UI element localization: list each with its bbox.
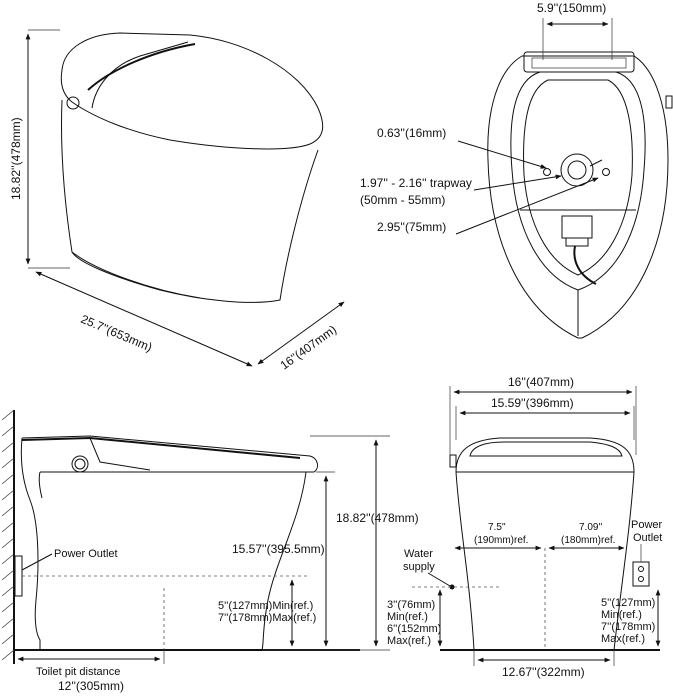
front-inner-width-label: 15.59''(396mm) [491, 396, 574, 410]
top-view: 5.9''(150mm) 0.63''(16mm) 1.97'' - 2.16'… [360, 1, 673, 339]
front-base-width-label: 12.67''(322mm) [502, 665, 585, 679]
iso-view: 18.82''(478mm) 25.7''(653mm) 16''(407mm) [9, 29, 345, 372]
side-power-outlet-label: Power Outlet [54, 548, 118, 560]
front-right-offset-mm: (180mm)ref. [561, 535, 615, 546]
side-button [71, 455, 89, 473]
water-label-2: Min(ref.) [387, 611, 428, 623]
side-outlet-min-label: 5''(127mm)Min(ref.) [218, 600, 313, 612]
side-height-label: 18.82''(478mm) [336, 511, 419, 525]
front-right-offset: 7.09'' [579, 522, 602, 533]
front-power-label-1: Power [631, 519, 663, 531]
front-body [455, 471, 635, 651]
side-outlet-box [14, 555, 23, 597]
iso-button [66, 96, 80, 110]
side-seat-height-label: 15.57''(395.5mm) [232, 542, 325, 556]
front-power-label-2: Outlet [633, 532, 662, 544]
iso-lid [60, 32, 324, 150]
wall-hatch [1, 409, 15, 661]
pit-value: 12''(305mm) [58, 679, 124, 693]
front-outlet-box [632, 561, 650, 587]
water-supply-point [449, 584, 455, 590]
top-tank [523, 51, 635, 73]
iso-width-label: 16''(407mm) [278, 322, 340, 372]
top-drain-inner [567, 160, 587, 180]
pit-label: Toilet pit distance [36, 666, 120, 678]
front-outlet-label-1: 5''(127mm) [601, 597, 655, 609]
front-outlet-label-2: Min(ref.) [601, 609, 642, 621]
top-bowl [510, 71, 646, 291]
front-view: 16''(407mm) 15.59''(396mm) 7.5'' (190mm)… [387, 375, 663, 679]
water-label-1: 3''(76mm) [387, 599, 435, 611]
side-outlet-max-label: 7''(178mm)Max(ref.) [218, 612, 316, 624]
side-body [20, 437, 41, 650]
trap-offset-label: 2.95''(75mm) [377, 220, 446, 234]
front-left-offset: 7.5'' [488, 522, 506, 533]
water-label-4: Max(ref.) [387, 635, 431, 647]
top-outer [487, 55, 669, 339]
trapway-label-1: 1.97'' - 2.16'' trapway [360, 176, 472, 190]
iso-body [60, 99, 319, 303]
water-label-3: 6''(152mm) [387, 623, 441, 635]
front-outer-width-label: 16''(407mm) [508, 375, 574, 389]
iso-height-label: 18.82''(478mm) [9, 117, 23, 200]
front-left-offset-mm: (190mm)ref. [474, 535, 528, 546]
front-outlet-label-4: Max(ref.) [601, 633, 645, 645]
hole-dia-label: 0.63''(16mm) [377, 126, 446, 140]
trapway-label-2: (50mm - 55mm) [360, 193, 445, 207]
water-supply-label-2: supply [403, 561, 435, 573]
top-drain-outer [560, 153, 594, 187]
top-width-label: 5.9''(150mm) [537, 1, 606, 15]
front-outlet-label-3: 7''(178mm) [601, 621, 655, 633]
water-supply-label-1: Water [404, 548, 433, 560]
side-view: Power Outlet 18.82''(478mm) 15.57''(395.… [1, 409, 419, 693]
front-seat [455, 437, 635, 473]
